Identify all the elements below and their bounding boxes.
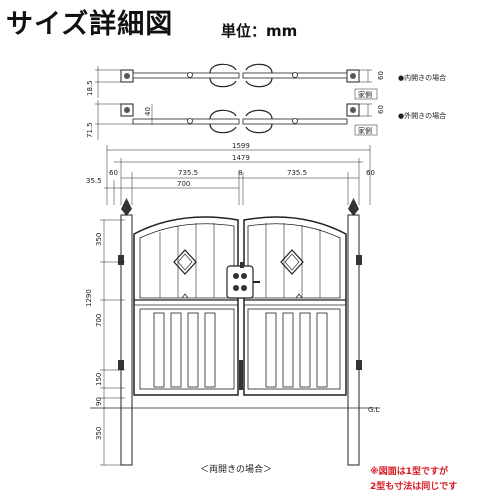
- dim-post-right: 60: [366, 169, 375, 177]
- dim-center-gap: 8: [238, 169, 242, 177]
- hinge-icon: [124, 107, 130, 113]
- hinge-icon: [350, 107, 356, 113]
- dim-outward-inner: 40: [144, 107, 152, 116]
- latch-handle-icon: [226, 262, 260, 299]
- note-line-2: 2型も寸法は同じです: [370, 480, 457, 492]
- dim-lower-panel: 700: [95, 314, 103, 327]
- hinge-icon: [124, 73, 130, 79]
- ground-level-label: G.L: [368, 406, 380, 414]
- plan-view-outward: 71.5 40 60 家側 ●外開きの場合: [86, 100, 446, 140]
- width-dimensions: [104, 145, 371, 205]
- hinge-icon: [350, 73, 356, 79]
- dim-gate-height: 1290: [85, 289, 93, 307]
- height-dimensions: [90, 219, 380, 466]
- dim-inner-width: 1479: [232, 154, 250, 162]
- left-post: [120, 198, 133, 466]
- hinge-icon: [356, 360, 362, 370]
- dim-offset: 35.5: [86, 177, 102, 185]
- dim-outward-left: 71.5: [86, 122, 94, 138]
- left-gate-leaf: [133, 216, 239, 396]
- dim-leaf-span: 700: [177, 180, 190, 188]
- unit-label: 単位：mm: [221, 22, 298, 40]
- dim-arch-height: 350: [95, 233, 103, 246]
- house-side-label-inward: 家側: [358, 90, 372, 99]
- hinge-icon: [118, 360, 124, 370]
- dim-bottom-rail: 150: [95, 373, 103, 386]
- dim-overall-width: 1599: [232, 142, 250, 150]
- dim-ground-gap: 90: [95, 397, 103, 406]
- page-title: サイズ詳細図: [6, 9, 174, 40]
- dim-inward-left: 18.5: [86, 80, 94, 96]
- note-line-1: ※図面は1型ですが: [370, 465, 449, 477]
- house-side-label-outward: 家側: [358, 126, 372, 135]
- plan-view-inward: 18.5 60 家側 ●内開きの場合: [86, 63, 446, 100]
- right-gate-leaf: [243, 216, 347, 396]
- dim-post-left: 60: [109, 169, 118, 177]
- hinge-icon: [356, 255, 362, 265]
- left-leaf-inward: [132, 72, 240, 79]
- diagram-caption: ＜両開きの場合＞: [200, 463, 272, 475]
- dim-leaf-left: 735.5: [178, 169, 198, 177]
- right-post: [347, 198, 360, 466]
- hinge-icon: [118, 255, 124, 265]
- left-leaf-outward: [132, 118, 240, 125]
- dim-post-embed: 350: [95, 427, 103, 440]
- dim-outward-right: 60: [377, 105, 385, 114]
- dim-inward-right: 60: [377, 71, 385, 80]
- outward-label: ●外開きの場合: [398, 111, 446, 120]
- drop-rod-icon: [239, 360, 243, 390]
- dim-leaf-right: 735.5: [287, 169, 307, 177]
- inward-label: ●内開きの場合: [398, 73, 446, 82]
